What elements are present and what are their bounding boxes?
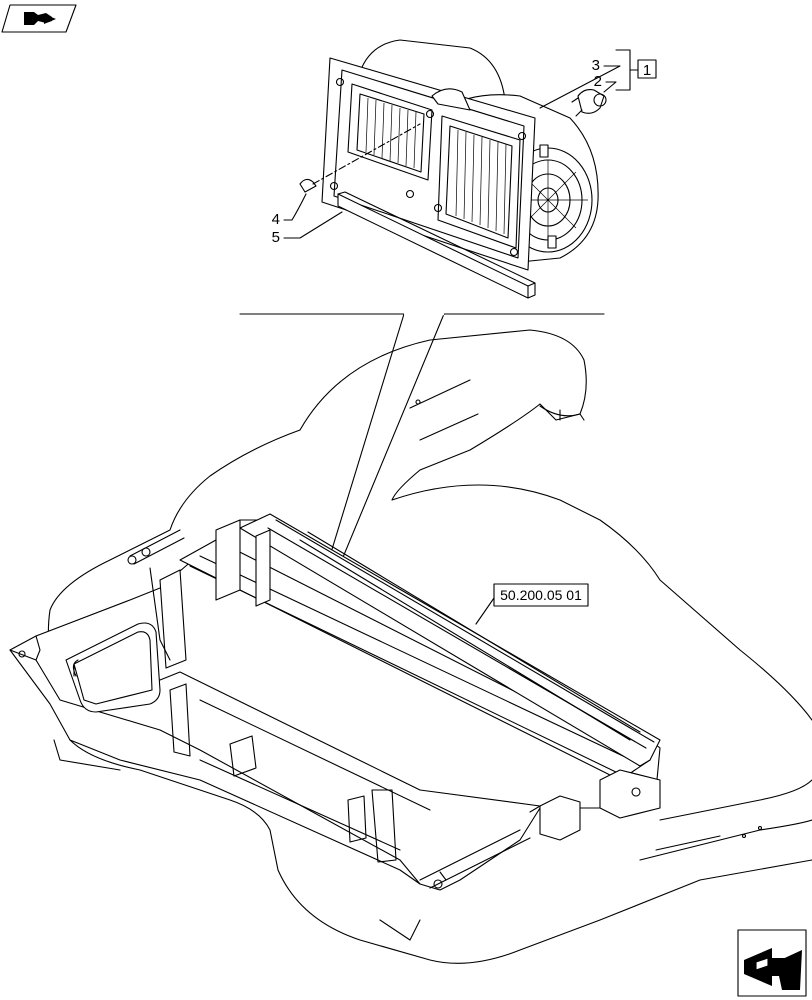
blower-assembly [299,39,599,271]
callout-5: 5 [272,229,280,246]
kit-box-label: 1 [643,62,651,79]
callout-2: 2 [594,73,602,90]
gasket-strip [337,191,536,299]
book-arrow-icon[interactable] [1,4,77,33]
cab-frame [9,329,812,964]
callout-3: 3 [592,57,600,74]
resistor-part [571,89,607,117]
callout-leaders [283,49,639,239]
reference-label[interactable]: 50.200.05 01 [500,587,582,603]
reference-callout [475,583,589,625]
next-page-arrow-icon[interactable] [737,929,807,997]
kit-box [637,59,657,79]
callout-4: 4 [272,211,280,228]
